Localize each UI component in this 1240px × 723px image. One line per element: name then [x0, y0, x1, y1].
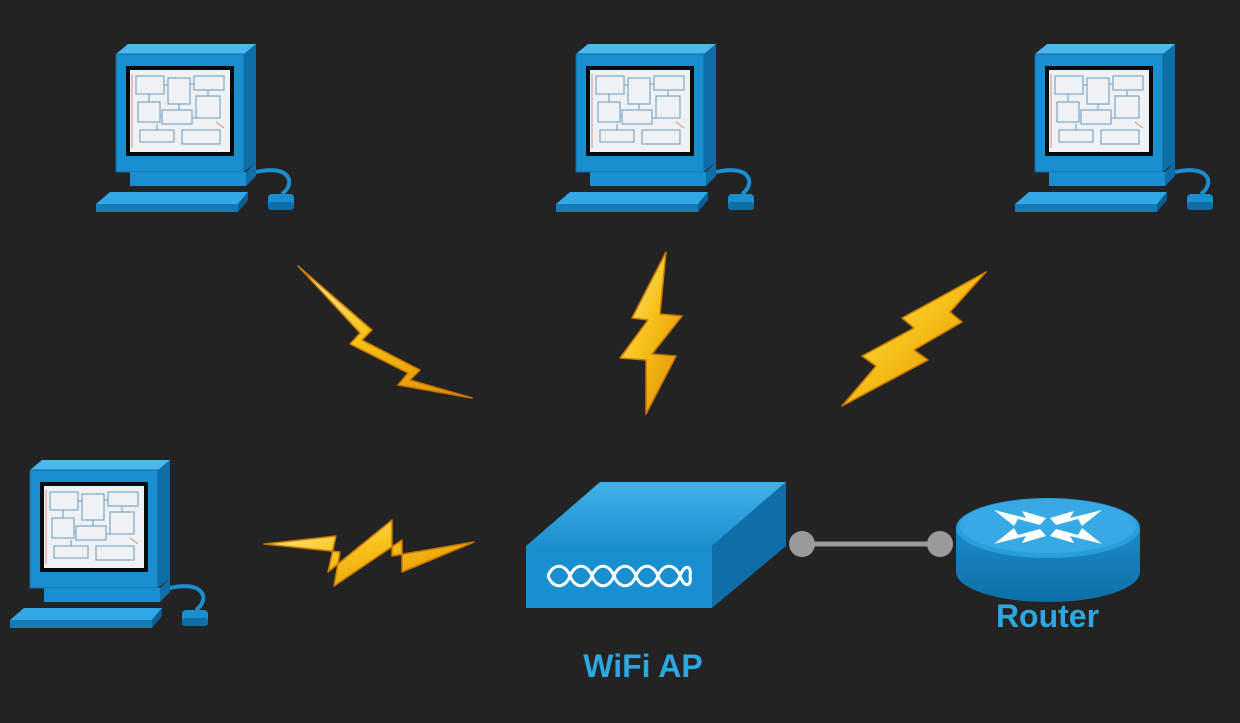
wired-link-cable — [789, 531, 953, 557]
wireless-link-bolt-2 — [619, 251, 683, 415]
computer-icon-2[interactable] — [554, 42, 756, 214]
computer-icon-1[interactable] — [94, 42, 296, 214]
wifi-access-point-icon[interactable] — [526, 482, 786, 608]
wireless-link-bolt-1 — [297, 265, 473, 399]
router-label: Router — [995, 598, 1100, 634]
access-point-label: WiFi AP — [583, 648, 703, 684]
computer-icon-3[interactable] — [1013, 42, 1215, 214]
wireless-link-bolt-4 — [263, 519, 475, 587]
wireless-link-bolt-3 — [841, 271, 987, 407]
router-icon[interactable] — [956, 498, 1140, 602]
computer-icon-4[interactable] — [8, 458, 210, 630]
